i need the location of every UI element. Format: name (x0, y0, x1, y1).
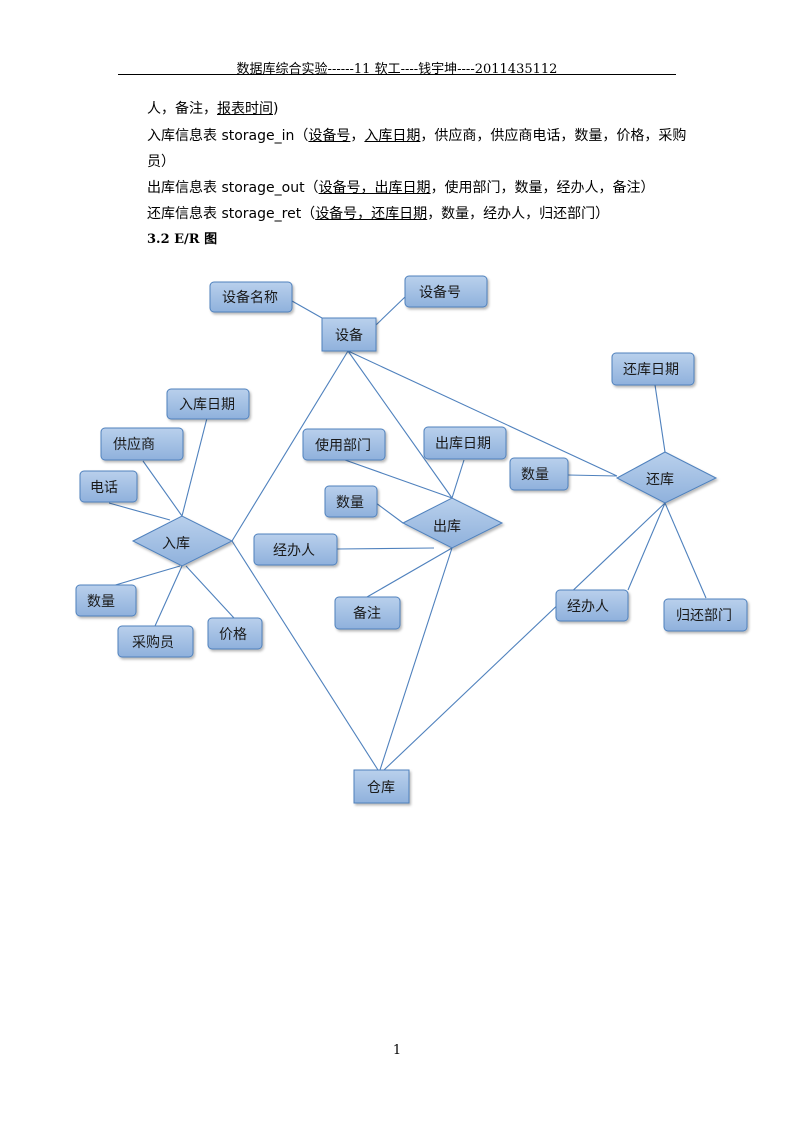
attr-equip-no-box (404, 275, 488, 308)
attr-dept-use: 使用部门 (315, 437, 371, 454)
attr-price: 价格 (219, 627, 247, 643)
p2-key-date: 入库日期 (364, 128, 421, 144)
p2-sep: ， (350, 128, 365, 144)
attr-dept-use-box (302, 428, 386, 461)
connector-lines (108, 296, 707, 771)
p3-keys: 设备号，出库日期 (318, 180, 431, 196)
paragraph-report: 人，备注，报表时间) (147, 99, 278, 119)
page-header: 数据库综合实验------11 软工----钱宇坤----2011435112 (236, 62, 558, 77)
attr-out-date-box (423, 426, 507, 460)
relationship-storage-in-label: 入库 (162, 536, 190, 552)
relationship-storage-in (131, 515, 234, 567)
entity-equipment-label: 设备 (335, 327, 363, 344)
attr-equip-name-box (209, 281, 293, 313)
attr-out-qty-box (324, 485, 378, 518)
attr-in-date: 入库日期 (179, 397, 235, 413)
attr-out-date: 出库日期 (435, 436, 491, 452)
p2-key-equip: 设备号 (308, 128, 351, 144)
attr-ret-date: 还库日期 (623, 362, 679, 378)
section-title: 3.2 E/R 图 (147, 232, 218, 247)
paragraph-storage-in-cont: 员） (147, 152, 175, 172)
p2b-text: 员） (147, 154, 175, 170)
attr-ret-date-box (611, 352, 695, 386)
p1-underlined: 报表时间 (217, 101, 273, 117)
p3-text: 出库信息表 storage_out（ (147, 180, 319, 196)
relationship-storage-ret-label: 还库 (646, 472, 674, 488)
page-number: 1 (392, 1043, 402, 1058)
paragraph-storage-out: 出库信息表 storage_out（设备号，出库日期，使用部门，数量，经办人，备… (147, 178, 655, 198)
attr-buyer-box (117, 625, 194, 658)
p1-tail: ) (273, 101, 279, 117)
attr-in-qty-box (75, 584, 137, 617)
p4-keys: 设备号，还库日期 (315, 206, 428, 222)
p4-tail: ，数量，经办人，归还部门） (427, 206, 610, 222)
paragraph-storage-in: 入库信息表 storage_in（设备号，入库日期，供应商，供应商电话，数量，价… (147, 126, 686, 146)
header-rule (118, 74, 676, 75)
p1-text: 人，备注， (147, 101, 217, 117)
attr-out-qty: 数量 (336, 495, 364, 511)
attr-ret-dept: 归还部门 (676, 607, 732, 624)
entity-warehouse (353, 769, 410, 804)
attr-note: 备注 (353, 605, 381, 622)
attr-ret-dept-box (663, 598, 748, 632)
attr-buyer: 采购员 (132, 635, 174, 651)
attr-equip-no: 设备号 (419, 284, 461, 301)
paragraph-storage-ret: 还库信息表 storage_ret（设备号，还库日期，数量，经办人，归还部门） (147, 204, 609, 224)
attr-ret-qty-box (509, 457, 569, 491)
attr-supplier-box (100, 427, 184, 461)
attr-price-box (207, 617, 263, 650)
entity-equipment (321, 317, 377, 352)
relationship-storage-ret (615, 451, 718, 504)
attr-ret-handler: 经办人 (567, 599, 609, 615)
attr-phone-box (79, 470, 138, 503)
attr-in-date-box (166, 388, 250, 420)
p4-text: 还库信息表 storage_ret（ (147, 206, 316, 222)
attr-out-handler-box (253, 533, 338, 566)
relationship-storage-out (401, 497, 504, 549)
attr-note-box (334, 596, 401, 630)
p3-tail: ，使用部门，数量，经办人，备注） (430, 180, 655, 196)
attr-ret-handler-box (555, 589, 629, 622)
attr-supplier: 供应商 (113, 436, 155, 453)
attr-ret-qty: 数量 (521, 467, 549, 483)
entity-warehouse-label: 仓库 (367, 780, 395, 796)
relationship-storage-out-label: 出库 (433, 519, 461, 535)
p2-tail: ，供应商，供应商电话，数量，价格，采购 (420, 128, 687, 144)
attr-equip-name: 设备名称 (222, 289, 278, 306)
p2-text: 入库信息表 storage_in（ (147, 128, 309, 144)
attr-in-qty: 数量 (87, 594, 115, 610)
attr-phone: 电话 (90, 480, 118, 496)
attribute-boxes (75, 275, 748, 658)
attr-out-handler: 经办人 (273, 543, 315, 559)
